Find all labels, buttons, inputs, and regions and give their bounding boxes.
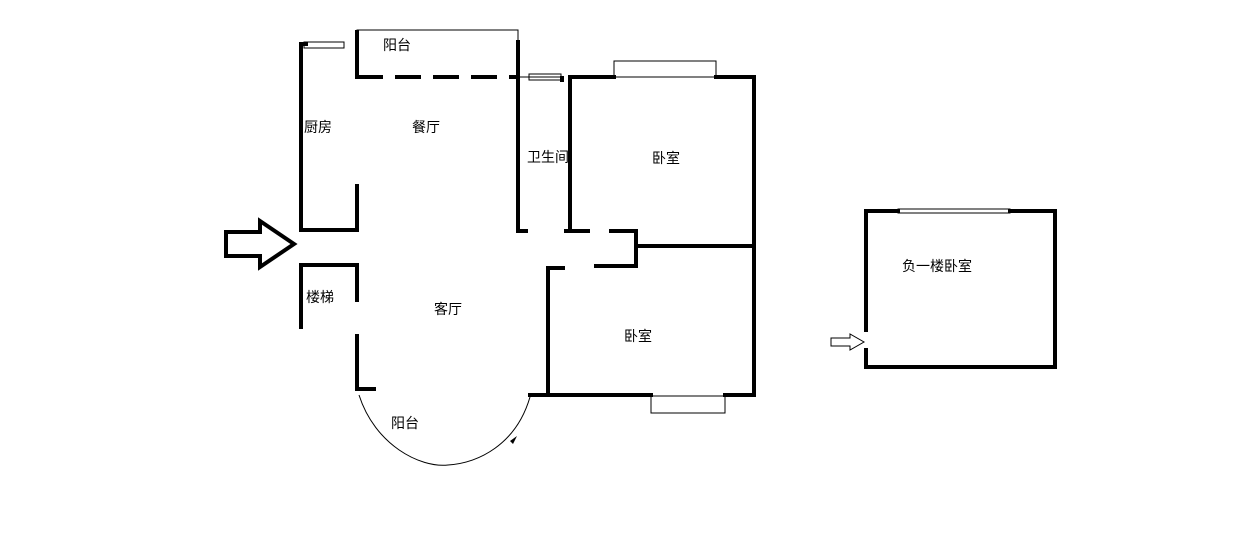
- balcony-top-label: 阳台: [383, 38, 411, 54]
- balcony-curve-tip: [510, 436, 517, 444]
- bedroom-upper-window: [613, 60, 717, 78]
- living-label: 客厅: [434, 301, 462, 318]
- basement-bedroom-label: 负一楼卧室: [902, 258, 972, 275]
- entrance-arrow-icon: [224, 217, 298, 271]
- bedroom-lower-window: [650, 395, 726, 414]
- windows: [303, 41, 1011, 414]
- kitchen-label: 厨房: [304, 120, 332, 136]
- bathroom-label: 卫生间: [527, 150, 569, 166]
- basement-window: [897, 208, 1011, 214]
- balcony-bottom-label: 阳台: [391, 416, 419, 432]
- balcony-bottom-curve: [358, 394, 531, 466]
- walls: [299, 30, 1057, 397]
- bedroom-lower-label: 卧室: [624, 328, 652, 345]
- balcony-top-outline: [356, 29, 519, 42]
- kitchen-window: [303, 41, 345, 49]
- bedroom-upper-label: 卧室: [652, 150, 680, 167]
- stairs-label: 楼梯: [306, 290, 334, 306]
- basement-entrance-arrow-icon: [830, 333, 866, 351]
- dining-label: 餐厅: [412, 120, 440, 136]
